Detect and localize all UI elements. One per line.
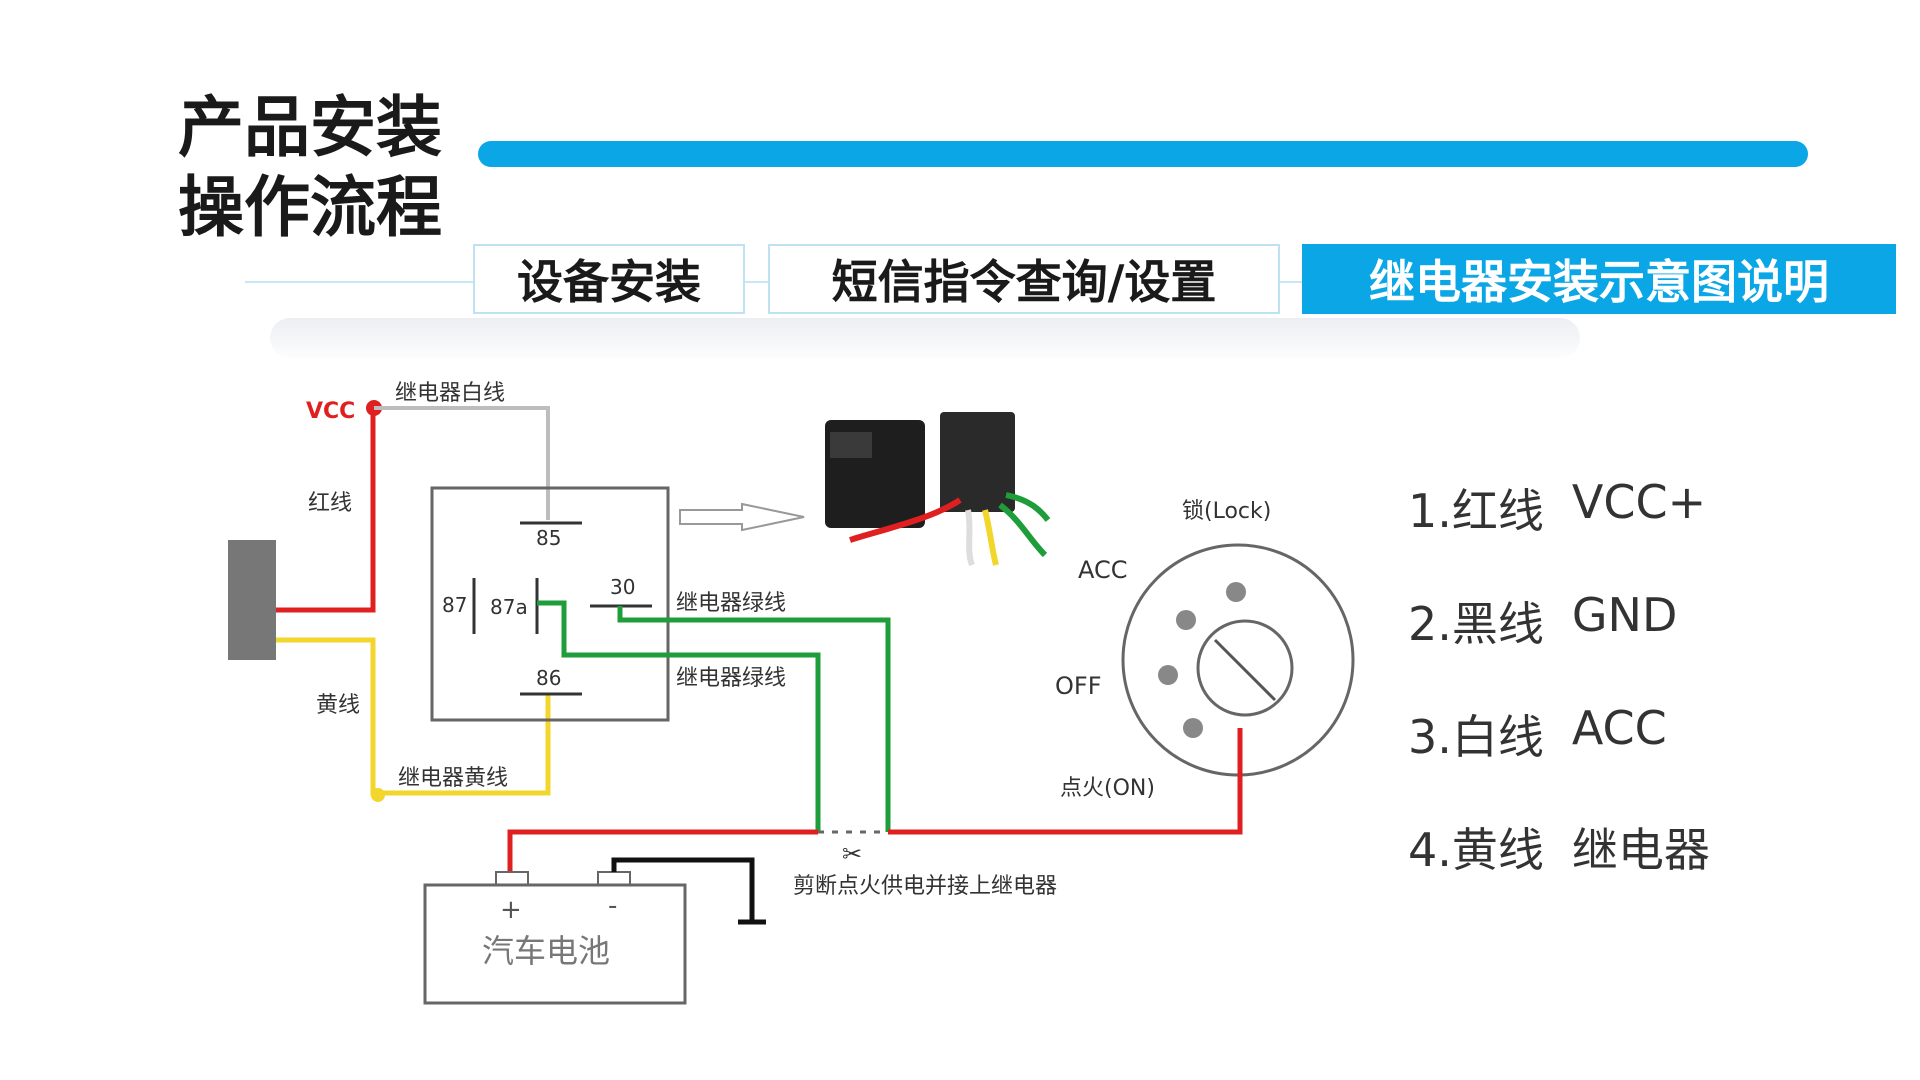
legend-function: ACC	[1571, 701, 1667, 755]
battery-plus-terminal	[495, 871, 529, 886]
battery-red-wire	[507, 829, 818, 872]
scissors-icon: ✂	[842, 840, 862, 868]
page-title-line-2: 操作流程	[178, 169, 442, 246]
page-title-line-1: 产品安装	[178, 89, 442, 166]
legend-wire: 1.红线	[1408, 484, 1544, 538]
relay-box	[430, 486, 670, 722]
title-accent-bar	[478, 141, 1808, 167]
position-lock-dot	[1226, 582, 1246, 602]
arrow-to-relay-photo	[679, 502, 805, 532]
acc-label: ACC	[1078, 556, 1128, 584]
yellow-wire-label: 黄线	[316, 693, 360, 718]
cut-note: 剪断点火供电并接上继电器	[793, 874, 1057, 899]
ignition-red-wire	[888, 728, 1243, 835]
battery-plus-sign: +	[500, 895, 522, 925]
photo-white-wire	[965, 509, 975, 567]
legend-function: GND	[1571, 588, 1678, 642]
legend-function: VCC+	[1571, 475, 1707, 529]
wire-legend: 1.红线 VCC+ 2.黑线 GND 3.白线 ACC 4.黄线 继电器	[1408, 475, 1710, 927]
relay-yellow-wire-label: 继电器黄线	[398, 766, 508, 791]
off-label: OFF	[1055, 672, 1102, 700]
position-off-dot	[1158, 665, 1178, 685]
vcc-label: VCC	[306, 399, 355, 424]
relay-green-wire-label-1: 继电器绿线	[676, 591, 786, 616]
red-wire-vcc	[276, 408, 376, 613]
photo-red-wire	[849, 497, 962, 543]
relay-green-wire-label-2: 继电器绿线	[676, 666, 786, 691]
red-wire-label: 红线	[308, 491, 352, 516]
on-label: 点火(ON)	[1060, 776, 1155, 801]
green-wire-87a	[537, 600, 821, 832]
ignition-key	[1213, 638, 1277, 702]
pin-85-label: 85	[536, 526, 561, 550]
legend-function: 继电器	[1571, 823, 1710, 877]
position-acc-dot	[1176, 610, 1196, 630]
tab-sms-commands[interactable]: 短信指令查询/设置	[768, 244, 1280, 314]
green-wire-30	[617, 606, 891, 832]
legend-wire: 4.黄线	[1408, 823, 1544, 877]
pin-30-label: 30	[610, 575, 635, 599]
legend-item: 3.白线 ACC	[1408, 701, 1710, 814]
battery-minus-sign: -	[608, 891, 617, 921]
battery-minus-terminal	[597, 871, 631, 886]
pin-86-label: 86	[536, 666, 561, 690]
photo-yellow-wire	[982, 509, 999, 566]
white-wire	[374, 406, 550, 520]
tab-relay-diagram[interactable]: 继电器安装示意图说明	[1302, 244, 1896, 314]
legend-wire: 3.白线	[1408, 710, 1544, 764]
legend-item: 1.红线 VCC+	[1408, 475, 1710, 588]
world-map-background	[270, 318, 1580, 358]
lock-label: 锁(Lock)	[1182, 499, 1271, 524]
pin-87-label: 87	[442, 593, 467, 617]
relay-socket-photo	[940, 412, 1015, 512]
legend-item: 4.黄线 继电器	[1408, 814, 1710, 927]
ignition-keyhole	[1196, 619, 1294, 717]
relay-photo-label-area	[830, 432, 872, 458]
pin-87a-label: 87a	[490, 595, 528, 619]
tracker-device	[228, 540, 276, 660]
legend-wire: 2.黑线	[1408, 597, 1544, 651]
position-on-dot	[1183, 718, 1203, 738]
photo-green-wire-2	[1005, 492, 1051, 522]
legend-item: 2.黑线 GND	[1408, 588, 1710, 701]
yellow-junction	[371, 788, 385, 802]
tab-device-install[interactable]: 设备安装	[473, 244, 745, 314]
photo-green-wire-1	[998, 502, 1048, 558]
relay-white-wire-label: 继电器白线	[395, 381, 505, 406]
battery-label: 汽车电池	[482, 932, 610, 970]
page-title: 产品安装 操作流程	[178, 88, 442, 248]
ground-wire	[611, 857, 755, 922]
car-battery	[423, 883, 687, 1005]
